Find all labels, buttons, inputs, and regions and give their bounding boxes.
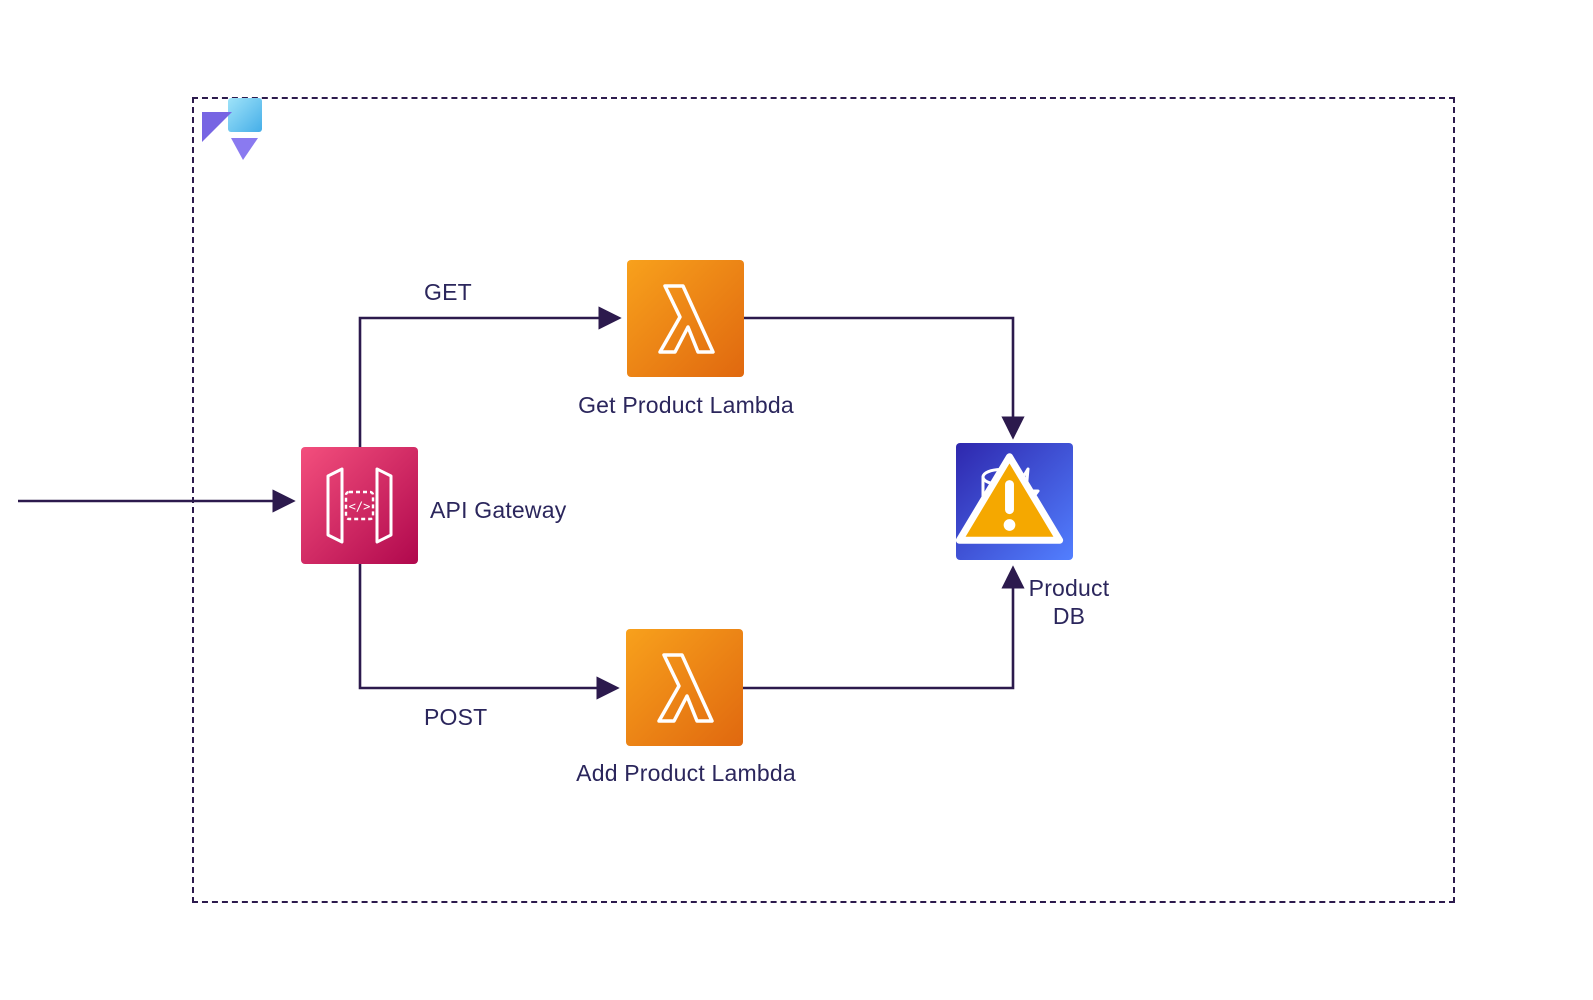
edge-label-get: GET <box>424 279 472 305</box>
api-gateway-icon: </> <box>301 447 418 564</box>
product-db-label-line1: Product <box>1028 575 1110 601</box>
product-db-label-line2: DB <box>1052 603 1086 629</box>
svg-text:</>: </> <box>349 500 371 514</box>
add-lambda-icon <box>626 629 743 746</box>
eraser-logo-icon <box>202 98 262 160</box>
warning-icon <box>955 453 1064 544</box>
add-lambda-label: Add Product Lambda <box>576 760 796 786</box>
get-lambda-label: Get Product Lambda <box>578 392 794 418</box>
dynamodb-icon <box>955 443 1073 560</box>
get-lambda-icon <box>627 260 744 377</box>
product-db-label: Product DB <box>1009 574 1129 630</box>
edge-label-post: POST <box>424 704 488 730</box>
api-gateway-label: API Gateway <box>430 497 567 523</box>
